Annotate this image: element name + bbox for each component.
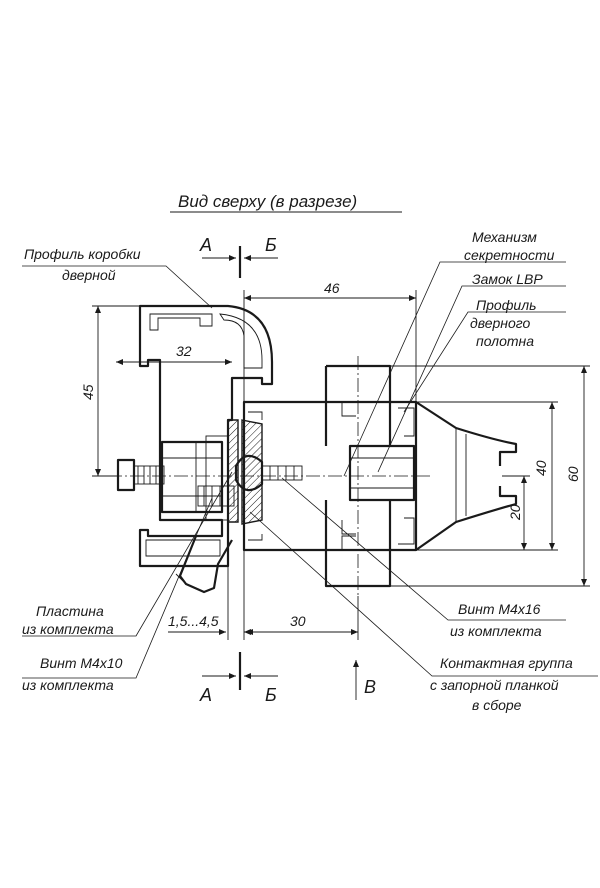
dimension-1-5-4-5: 1,5...4,5 [168,566,262,640]
dim-30-value: 30 [290,613,306,629]
label-screw-m4x10-2: из комплекта [22,677,114,693]
label-plate-2: из комплекта [22,621,114,637]
dimension-40: 40 [416,401,558,551]
dim-20-value: 20 [507,504,523,521]
dim-1-5-4-5-value: 1,5...4,5 [168,613,219,629]
section-mark-bottom: А Б [199,652,278,705]
leader-lines [22,261,598,679]
section-letter-b-bottom: Б [265,685,277,705]
label-door-profile-2: дверного [470,315,531,331]
label-door-profile-1: Профиль [476,297,536,313]
label-screw-m4x16-2: из комплекта [450,623,542,639]
dimension-45: 45 [80,305,140,477]
label-plate-1: Пластина [36,603,104,619]
drawing-title: Вид сверху (в разрезе) [178,192,357,211]
section-letter-a-bottom: А [199,685,212,705]
view-letter: В [364,677,376,697]
label-screw-m4x16-1: Винт М4х16 [458,601,541,617]
dim-45-value: 45 [80,384,96,400]
frame-inner-block [160,435,229,521]
label-contact-group-2: с запорной планкой [430,677,559,693]
dimension-60: 60 [390,365,590,587]
label-mechanism-1: Механизм [472,229,537,245]
dim-40-value: 40 [533,460,549,476]
label-mechanism-2: секретности [464,247,555,263]
label-door-profile-3: полотна [476,333,534,349]
dimension-20: 20 [502,475,530,550]
dimension-32: 32 [116,343,232,365]
lock-body [348,444,416,502]
dim-46-value: 46 [324,280,340,296]
view-arrow-v: В [353,660,376,700]
label-frame-profile-2: дверной [62,267,116,283]
section-letter-b-top: Б [265,235,277,255]
dimension-30: 30 [243,550,359,640]
label-frame-profile-1: Профиль коробки [24,246,141,262]
dimension-46: 46 [243,280,417,402]
section-letter-a-top: А [199,235,212,255]
label-lock: Замок LBP [472,271,543,287]
contact-group-shape [241,419,263,525]
dim-60-value: 60 [565,466,581,482]
label-contact-group-3: в сборе [472,697,522,713]
label-contact-group-1: Контактная группа [440,655,573,671]
screw-m4x16-shape [261,465,303,481]
section-mark-top: А Б [199,235,278,278]
label-screw-m4x10-1: Винт М4х10 [40,655,123,671]
plate-shape [227,419,239,523]
dim-32-value: 32 [176,343,192,359]
